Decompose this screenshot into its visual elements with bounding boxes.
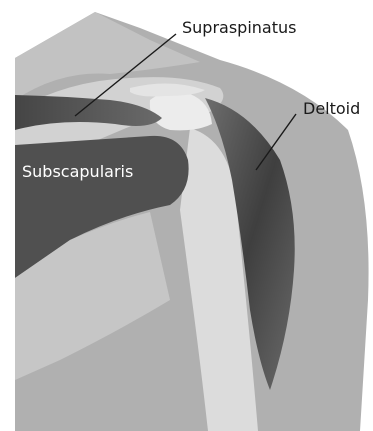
- supraspinatus-label: Supraspinatus: [182, 20, 296, 36]
- deltoid-label: Deltoid: [303, 101, 360, 117]
- subscapularis-label: Subscapularis: [22, 164, 133, 180]
